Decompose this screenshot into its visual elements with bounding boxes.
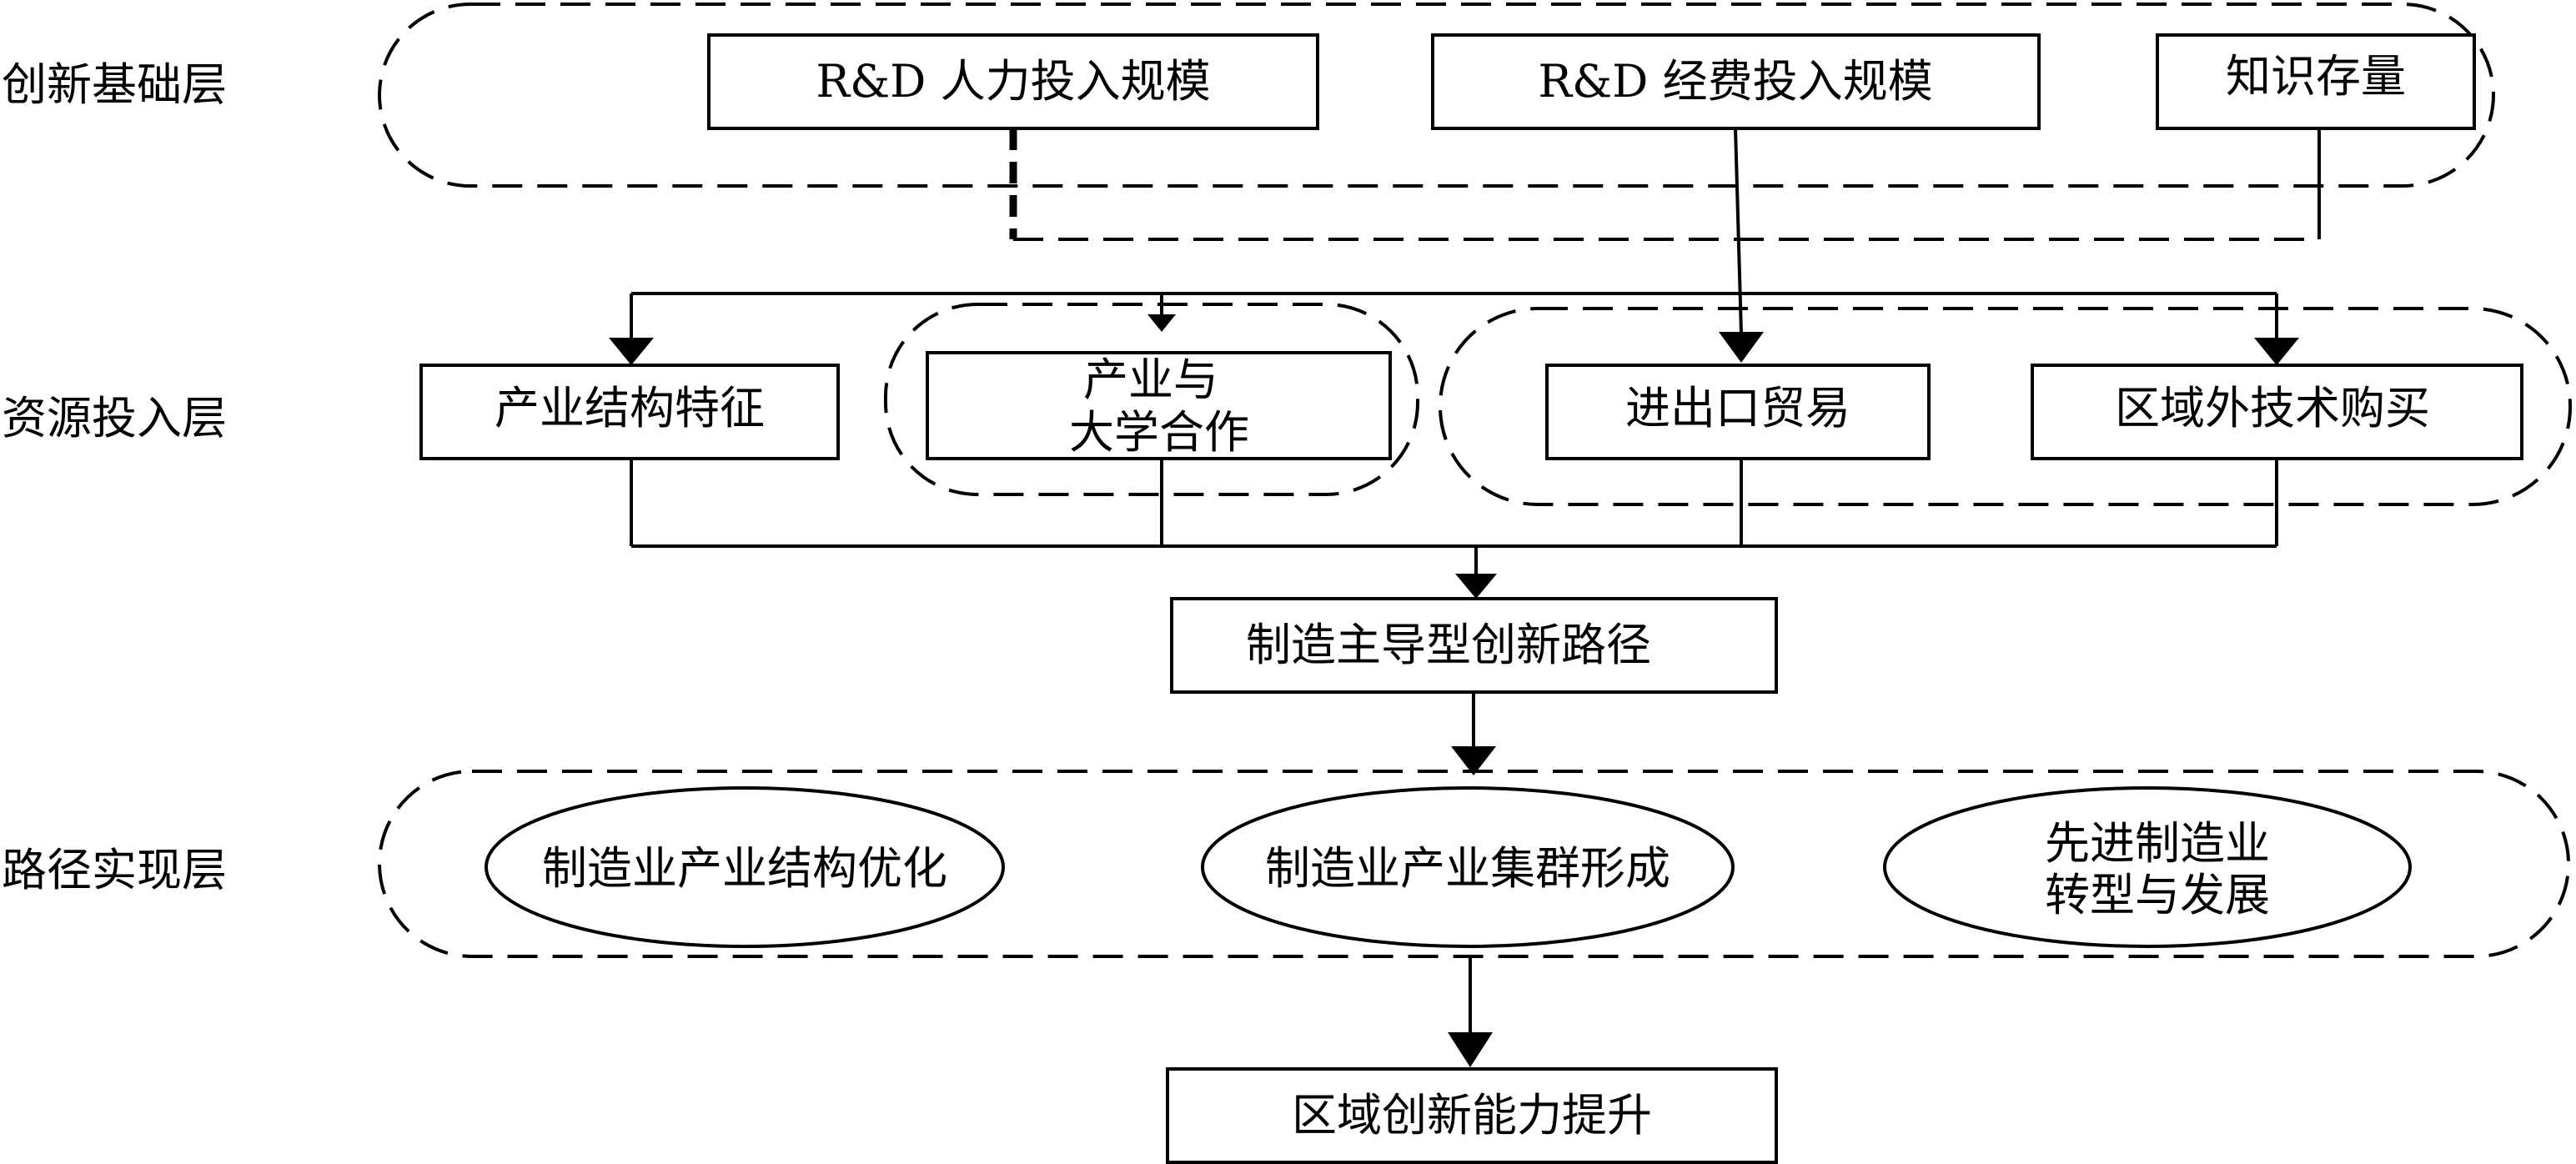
advanced-manufacturing-label-line1: 先进制造业: [2045, 817, 2270, 870]
foundation-layer-group: [378, 3, 2495, 188]
knowledge-stock-label: 知识存量: [2226, 50, 2406, 103]
arrowhead-university-cooperation: [1147, 314, 1176, 332]
manufacturing-path-label: 制造主导型创新路径: [1246, 619, 1651, 671]
structure-optimization-label: 制造业产业结构优化: [542, 842, 947, 895]
arrowhead-path-box: [1455, 574, 1497, 599]
external-tech-purchase-label: 区域外技术购买: [2115, 382, 2430, 434]
industry-university-box: 产业与 大学合作: [926, 351, 1392, 460]
result-box: 区域创新能力提升: [1166, 1067, 1778, 1164]
external-technology-group: [1439, 307, 2572, 506]
arrowhead-external-tech: [2254, 338, 2299, 365]
advanced-manufacturing-ellipse: 先进制造业 转型与发展: [1883, 786, 2412, 948]
cluster-formation-label: 制造业产业集群形成: [1265, 842, 1670, 895]
industry-university-label-line2: 大学合作: [1069, 406, 1249, 459]
result-label: 区域创新能力提升: [1292, 1089, 1652, 1141]
rd-personnel-box: R&D 人力投入规模: [707, 33, 1319, 130]
arrowhead-result: [1448, 1032, 1493, 1067]
import-export-label: 进出口贸易: [1625, 382, 1850, 434]
layer-label-foundation: 创新基础层: [2, 58, 227, 111]
foundation-arrowheads: [609, 314, 2299, 365]
layer-label-realization: 路径实现层: [2, 844, 227, 896]
industrial-structure-label: 产业结构特征: [495, 382, 765, 434]
advanced-manufacturing-label-line2: 转型与发展: [2045, 869, 2270, 921]
industry-university-label-line1: 产业与: [1083, 354, 1218, 406]
manufacturing-path-box: 制造主导型创新路径: [1170, 597, 1778, 694]
rd-funding-label: R&D 经费投入规模: [1538, 55, 1932, 108]
arrowhead-industrial-structure: [609, 338, 654, 365]
cluster-formation-ellipse: 制造业产业集群形成: [1201, 786, 1735, 948]
external-tech-purchase-box: 区域外技术购买: [2031, 364, 2523, 460]
arrowhead-import-export: [1719, 332, 1764, 363]
arrowhead-realization: [1451, 746, 1496, 775]
industrial-structure-box: 产业结构特征: [419, 364, 840, 460]
rd-personnel-label: R&D 人力投入规模: [816, 55, 1210, 108]
import-export-box: 进出口贸易: [1545, 364, 1931, 460]
layer-label-resource: 资源投入层: [2, 392, 227, 444]
structure-optimization-ellipse: 制造业产业结构优化: [485, 786, 1005, 948]
knowledge-stock-box: 知识存量: [2156, 33, 2476, 130]
university-cooperation-group: [884, 303, 1419, 496]
resource-connectors: [630, 459, 2278, 575]
rd-funding-box: R&D 经费投入规模: [1431, 33, 2041, 130]
foundation-connectors: [630, 128, 2321, 342]
